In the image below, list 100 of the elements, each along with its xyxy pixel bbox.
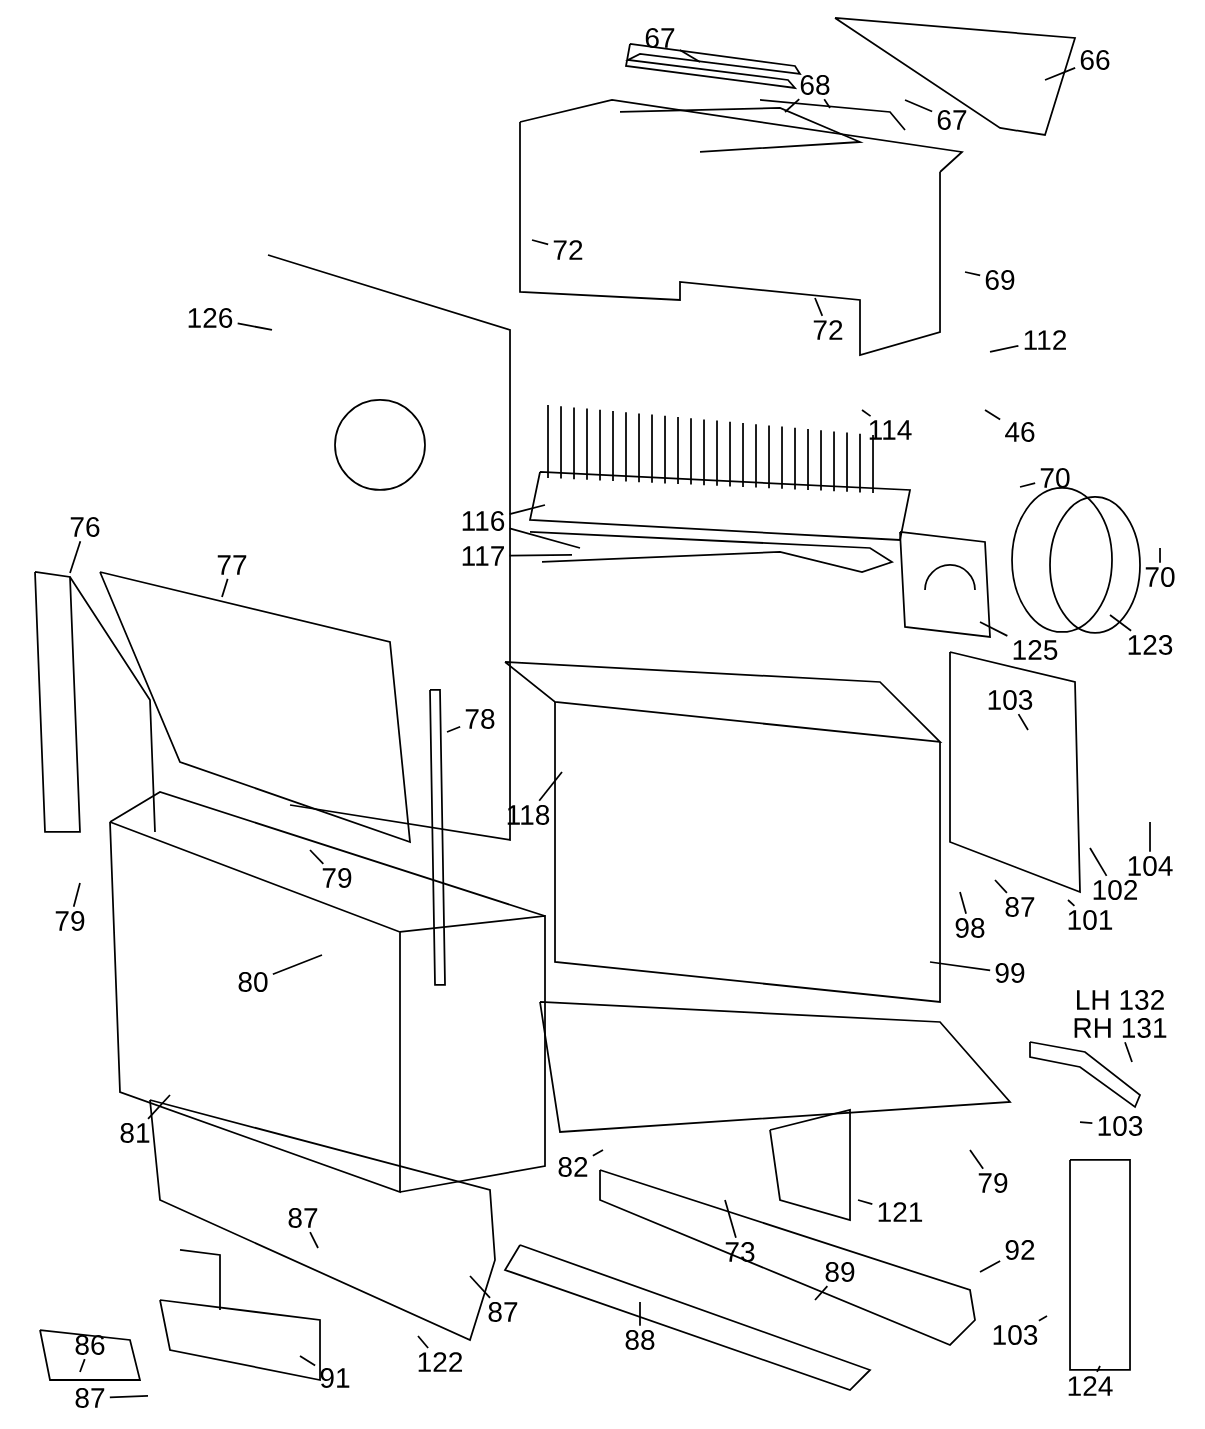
callout-number: 103: [1098, 1116, 1143, 1136]
leader-line: [1096, 1365, 1101, 1373]
callout-number: 122: [418, 1352, 463, 1372]
leader-line: [109, 1395, 149, 1399]
leader-line: [446, 725, 462, 733]
callout-number: 117: [462, 546, 504, 566]
leader-line: [784, 98, 801, 113]
callout-number: 46: [1005, 422, 1035, 442]
leader-line: [1038, 1315, 1048, 1322]
callout-number: 98: [955, 918, 985, 938]
callout-number: 87: [75, 1388, 105, 1408]
callout-number: 99: [995, 963, 1025, 983]
callout-number: 112: [1024, 330, 1066, 350]
leader-line: [69, 540, 82, 574]
callout-number: LH 132: [1077, 990, 1164, 1010]
callout-number: 79: [978, 1173, 1008, 1193]
callout-number: 73: [725, 1242, 755, 1262]
leader-line: [994, 879, 1008, 894]
leader-line: [857, 1199, 874, 1205]
leader-line: [814, 1285, 829, 1301]
leader-line: [964, 271, 982, 277]
leader-line: [969, 1149, 984, 1170]
leader-line: [861, 409, 872, 417]
leader-line: [309, 849, 325, 865]
leader-line: [417, 1335, 429, 1349]
callout-number: 82: [558, 1157, 588, 1177]
leader-line: [979, 1260, 1002, 1273]
callout-number: 68: [800, 75, 830, 95]
callout-number: 70: [1145, 567, 1175, 587]
leader-line: [1109, 614, 1132, 632]
callout-number: 72: [813, 320, 843, 340]
callout-number: 102: [1093, 880, 1138, 900]
callout-number: 103: [988, 690, 1033, 710]
leader-line: [592, 1149, 604, 1157]
leader-line: [1079, 1121, 1094, 1125]
leader-line: [508, 504, 546, 515]
leader-line: [147, 1094, 171, 1120]
leader-line: [1159, 547, 1161, 564]
leader-line: [1019, 482, 1037, 488]
leader-line: [508, 527, 581, 549]
callout-number: 91: [320, 1368, 350, 1388]
leader-line: [72, 882, 81, 908]
callout-number: 87: [1005, 897, 1035, 917]
callout-number: 87: [488, 1302, 518, 1322]
leader-line: [271, 954, 323, 976]
callout-number: 123: [1128, 635, 1173, 655]
leader-line: [679, 49, 701, 63]
callout-number: 116: [462, 511, 505, 531]
leader-line: [814, 297, 824, 317]
leader-line: [508, 554, 573, 557]
callout-number: 76: [70, 517, 100, 537]
leader-line: [538, 771, 563, 802]
callout-number: 124: [1068, 1376, 1113, 1396]
leader-line: [639, 1301, 641, 1327]
callout-number: 80: [238, 972, 268, 992]
callout-number: 126: [188, 308, 233, 328]
callout-number: 88: [625, 1330, 655, 1350]
leader-line: [469, 1275, 491, 1299]
leader-line: [984, 409, 1002, 421]
leader-line: [1017, 713, 1029, 731]
leader-line: [221, 578, 229, 598]
callout-number: 69: [985, 270, 1015, 290]
leader-line: [724, 1199, 737, 1239]
leader-line: [299, 1355, 316, 1367]
callout-number: 87: [288, 1208, 318, 1228]
leader-line: [959, 891, 967, 915]
leader-line: [1149, 821, 1151, 853]
leader-line: [1067, 899, 1076, 907]
callout-number: 89: [825, 1262, 855, 1282]
callout-number: 86: [75, 1335, 105, 1355]
callout-number: 81: [120, 1123, 150, 1143]
callout-number: 114: [869, 420, 912, 440]
callout-number: 104: [1128, 856, 1173, 876]
callout-number: 66: [1080, 50, 1110, 70]
callout-number: RH 131: [1074, 1018, 1167, 1038]
leader-line: [309, 1231, 319, 1249]
callout-number: 70: [1040, 468, 1070, 488]
callout-number: 103: [993, 1325, 1038, 1345]
leader-line: [823, 98, 831, 109]
leader-line: [989, 344, 1020, 353]
callout-number: 125: [1013, 640, 1058, 660]
leader-line: [929, 961, 992, 972]
leader-line: [1089, 847, 1108, 877]
callout-number: 77: [217, 555, 247, 575]
callout-number: 92: [1005, 1240, 1035, 1260]
callout-number: 78: [465, 709, 495, 729]
leader-line: [979, 621, 1009, 637]
callout-number: 67: [937, 110, 967, 130]
callout-number: 67: [645, 28, 675, 48]
callout-number: 101: [1068, 910, 1113, 930]
callout-number: 121: [878, 1202, 923, 1222]
callout-number: 79: [55, 911, 85, 931]
leader-line: [79, 1358, 86, 1373]
leader-line: [236, 322, 273, 331]
leader-line: [904, 99, 934, 113]
callout-number: 79: [322, 868, 352, 888]
leader-line: [531, 239, 550, 246]
leader-line: [1044, 67, 1077, 81]
leader-line: [1124, 1041, 1133, 1063]
callout-number: 72: [553, 240, 583, 260]
